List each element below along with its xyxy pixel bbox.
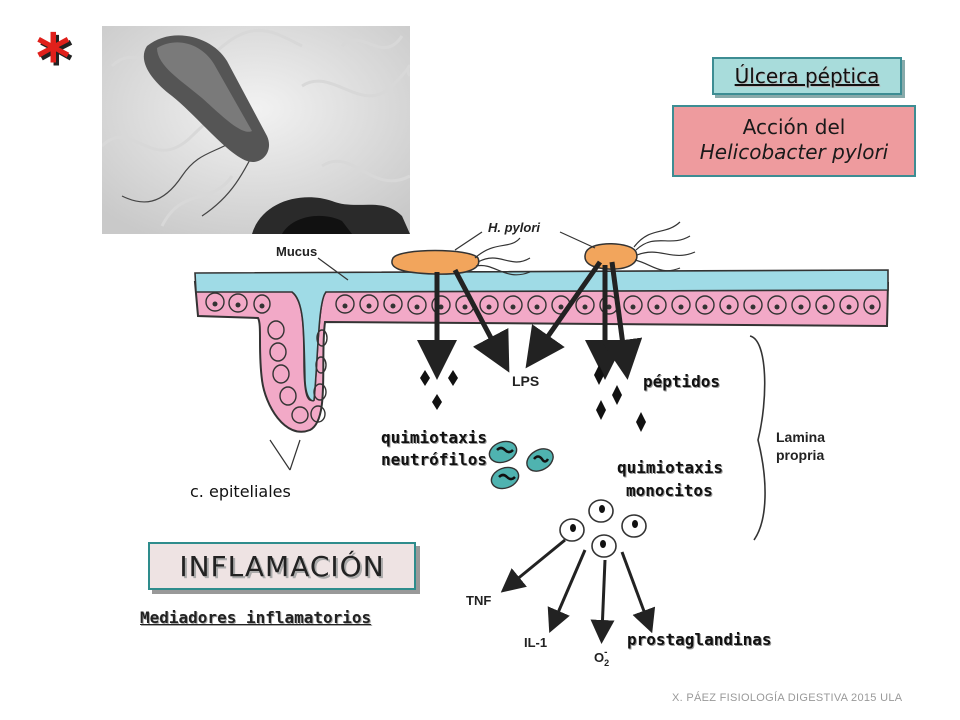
subtitle-line-2: Helicobacter pylori xyxy=(699,140,889,164)
arrow-left-down-2 xyxy=(452,268,510,373)
quimiotaxis-monocitos-line1: quimiotaxis xyxy=(617,458,723,477)
footer-credit: X. PÁEZ FISIOLOGÍA DIGESTIVA 2015 ULA xyxy=(672,692,903,704)
inflamacion-box: INFLAMACIÓN xyxy=(148,542,416,590)
neutrophil-cells xyxy=(488,440,554,490)
peptidos-label: péptidos xyxy=(643,372,721,391)
helicobacter-micrograph-image xyxy=(102,26,410,234)
h-pylori-label: H. pylori xyxy=(488,220,540,235)
il1-label: IL-1 xyxy=(524,635,547,650)
asterisk-mark: * xyxy=(36,20,71,97)
lamina-propria-bracket xyxy=(749,335,766,541)
lps-label: LPS xyxy=(512,373,539,389)
arrow-o2 xyxy=(590,559,615,644)
lamina-label-line2: propria xyxy=(776,447,824,463)
arrow-right-down-2 xyxy=(602,261,643,380)
quimiotaxis-neutrofilos-line1: quimiotaxis xyxy=(381,428,487,447)
quimiotaxis-monocitos-line2: monocitos xyxy=(626,481,713,500)
arrow-tnf xyxy=(500,538,566,593)
arrow-il1 xyxy=(547,549,587,634)
arrow-right-lps xyxy=(525,260,603,369)
epithelium-layer xyxy=(193,280,890,433)
title-box: Úlcera péptica xyxy=(712,57,902,95)
o2-label: O2- xyxy=(594,647,609,668)
inflamacion-title: INFLAMACIÓN xyxy=(179,549,385,583)
page-title: Úlcera péptica xyxy=(734,64,880,88)
epiteliales-label: c. epiteliales xyxy=(190,482,291,501)
mediadores-label: Mediadores inflamatorios xyxy=(140,608,372,627)
prostaglandinas-label: prostaglandinas xyxy=(627,630,772,649)
subtitle-box: Acción del Helicobacter pylori xyxy=(672,105,916,177)
arrow-prostaglandinas xyxy=(620,551,656,634)
quimiotaxis-neutrofilos-line2: neutrófilos xyxy=(381,450,487,469)
tnf-label: TNF xyxy=(466,593,491,608)
mucus-label: Mucus xyxy=(276,244,317,259)
h-pylori-bacterium-right xyxy=(584,221,696,272)
lamina-label-line1: Lamina xyxy=(776,429,825,445)
h-pylori-bacterium-left xyxy=(391,237,531,276)
subtitle-line-1: Acción del xyxy=(742,115,846,139)
